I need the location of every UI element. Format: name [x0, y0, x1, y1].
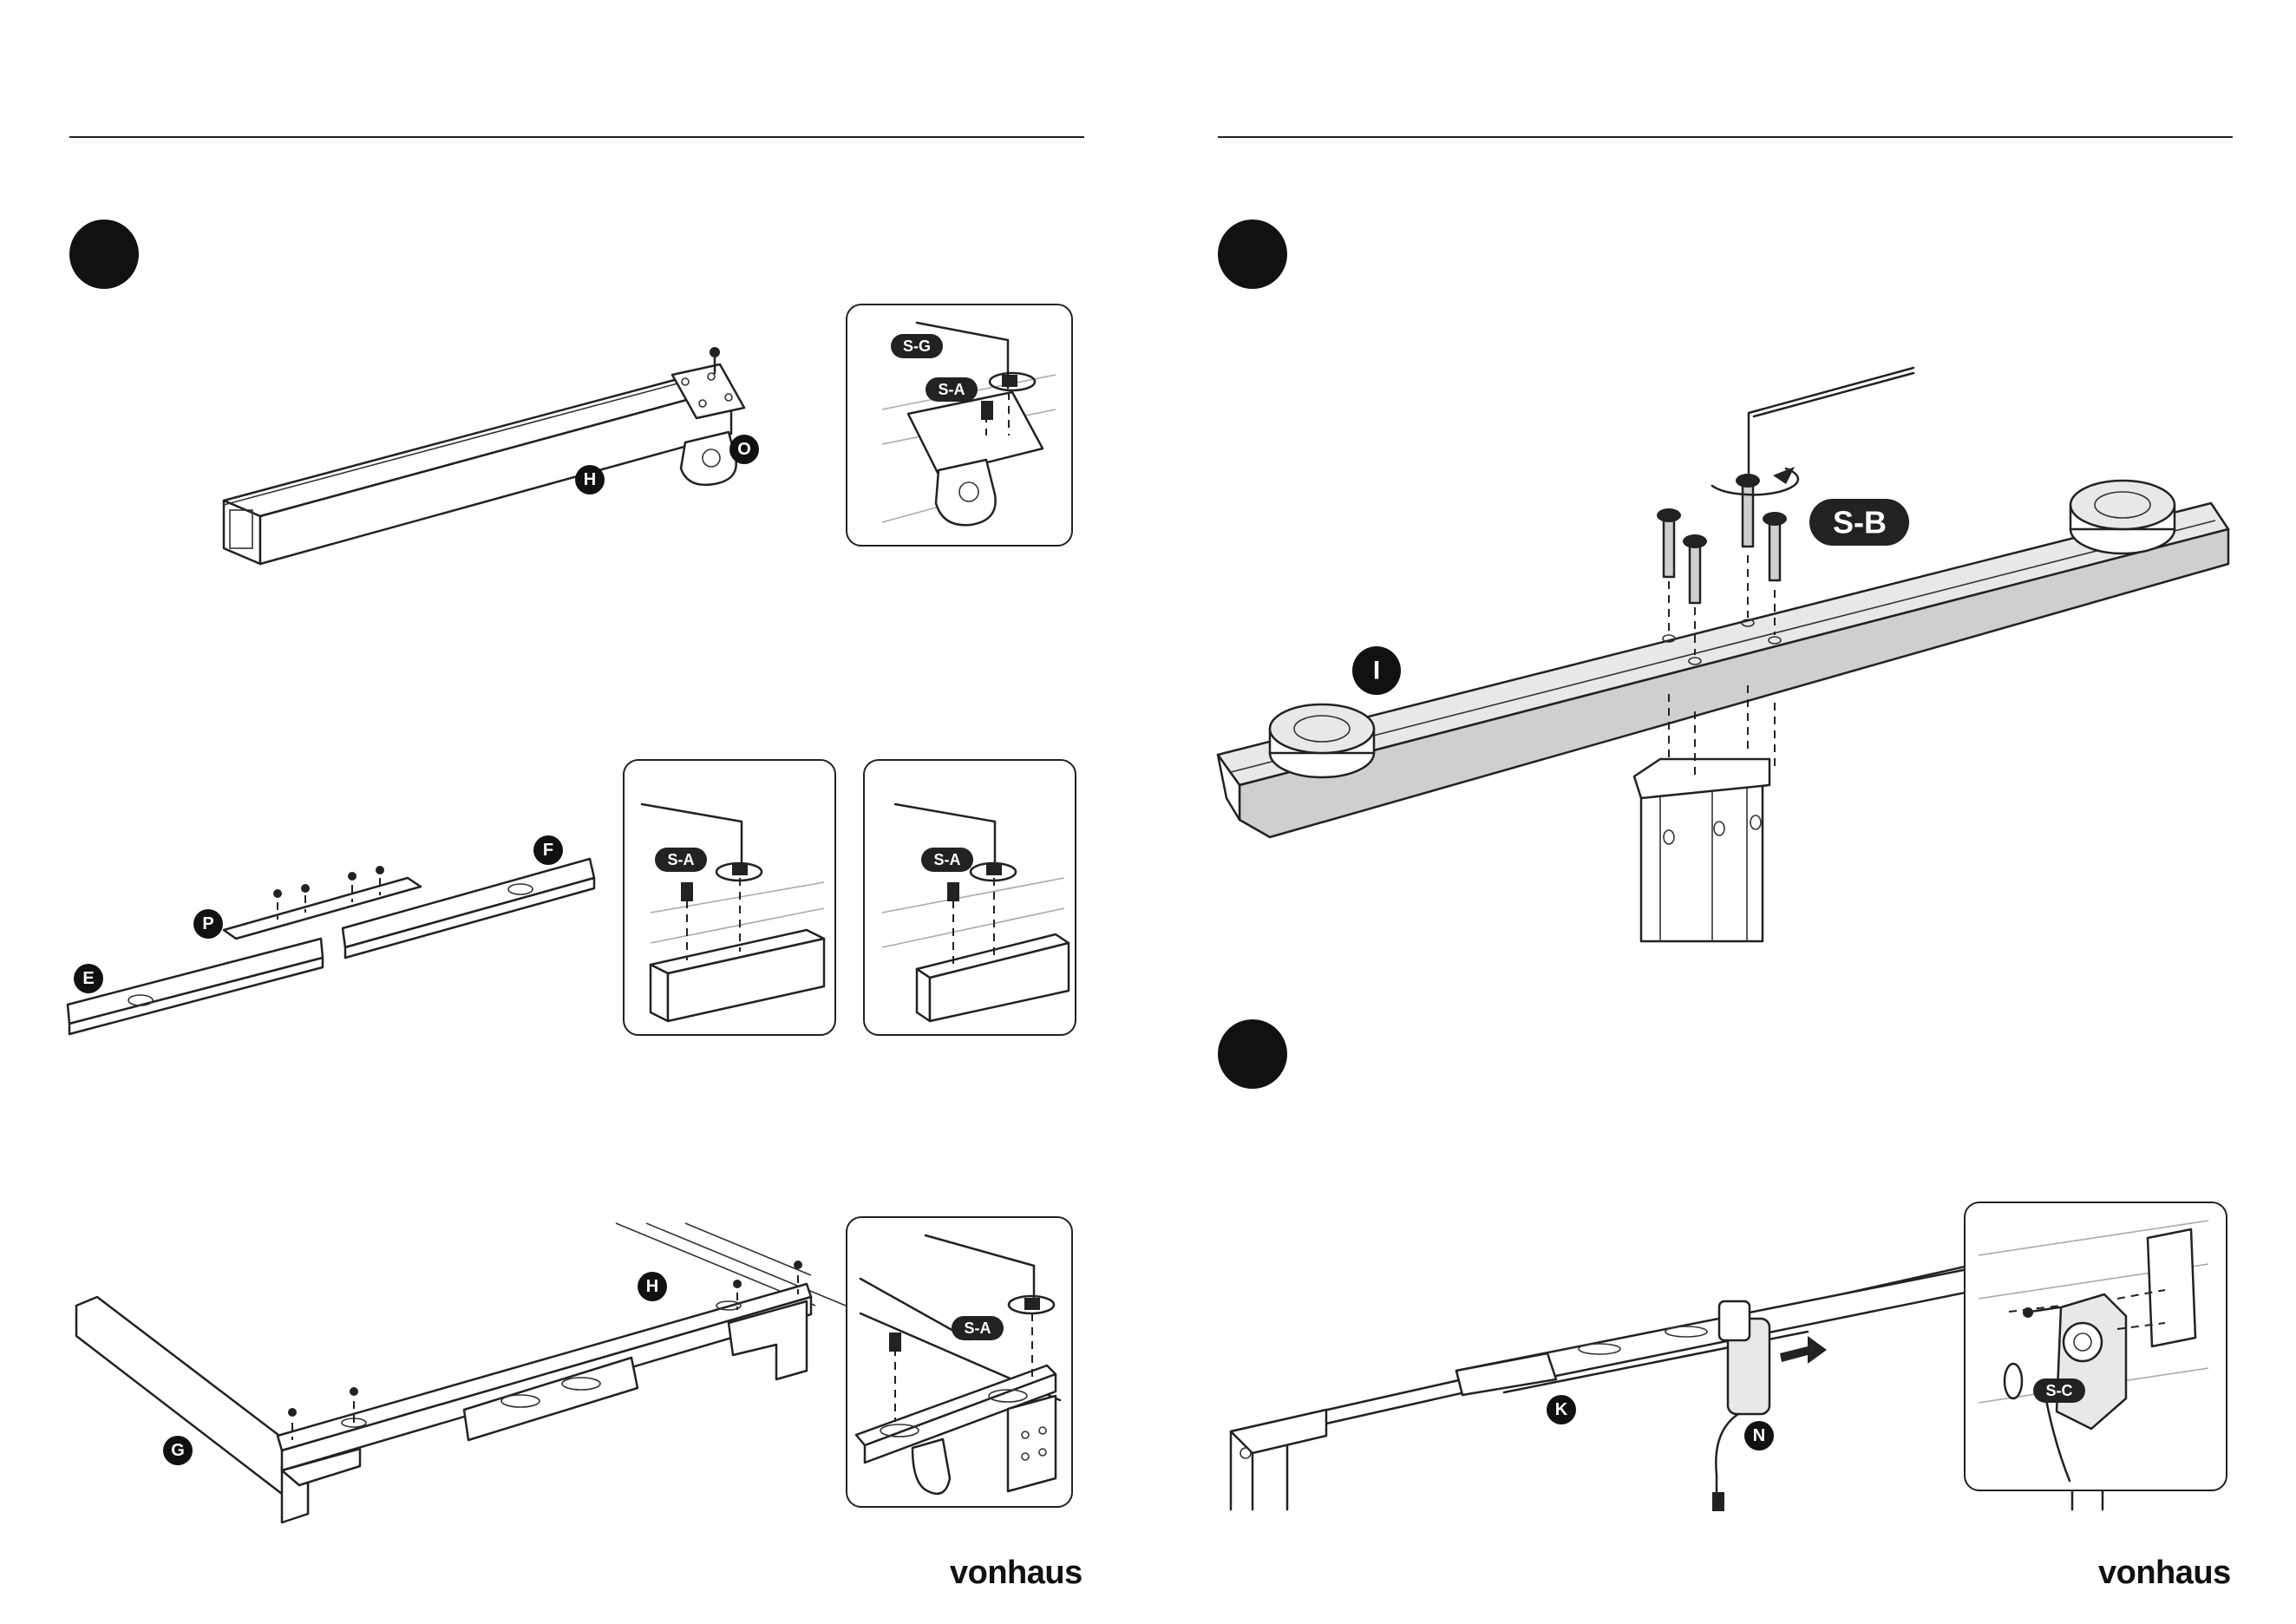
leg-g — [76, 1297, 308, 1514]
part-label-h: H — [638, 1272, 667, 1301]
svg-text:H: H — [646, 1277, 658, 1296]
pill-s-c: S-C — [2033, 1378, 2085, 1403]
brand-logo: vonhaus — [2098, 1555, 2231, 1592]
svg-text:K: K — [1555, 1400, 1568, 1419]
part-label-n: N — [1744, 1421, 1774, 1450]
part-label-g: G — [163, 1436, 193, 1465]
svg-text:N: N — [1753, 1426, 1765, 1445]
left-page: H O S-G S-A — [0, 0, 1148, 1624]
brand-logo: vonhaus — [950, 1555, 1083, 1592]
svg-text:G: G — [171, 1441, 185, 1460]
svg-text:S-A: S-A — [965, 1320, 991, 1337]
step2-detail-inset: S-C — [1964, 1202, 2227, 1491]
svg-text:S-C: S-C — [2046, 1382, 2073, 1399]
step3-detail-inset: S-A — [846, 1216, 1073, 1508]
hex-key-icon — [926, 1235, 1034, 1300]
frame-beam — [278, 1284, 811, 1450]
part-label-k: K — [1547, 1395, 1576, 1424]
pill-s-a: S-A — [952, 1316, 1004, 1340]
screw-icon — [2031, 1307, 2059, 1312]
screw-icon — [889, 1333, 901, 1352]
right-page: I S-B K N — [1148, 0, 2296, 1624]
